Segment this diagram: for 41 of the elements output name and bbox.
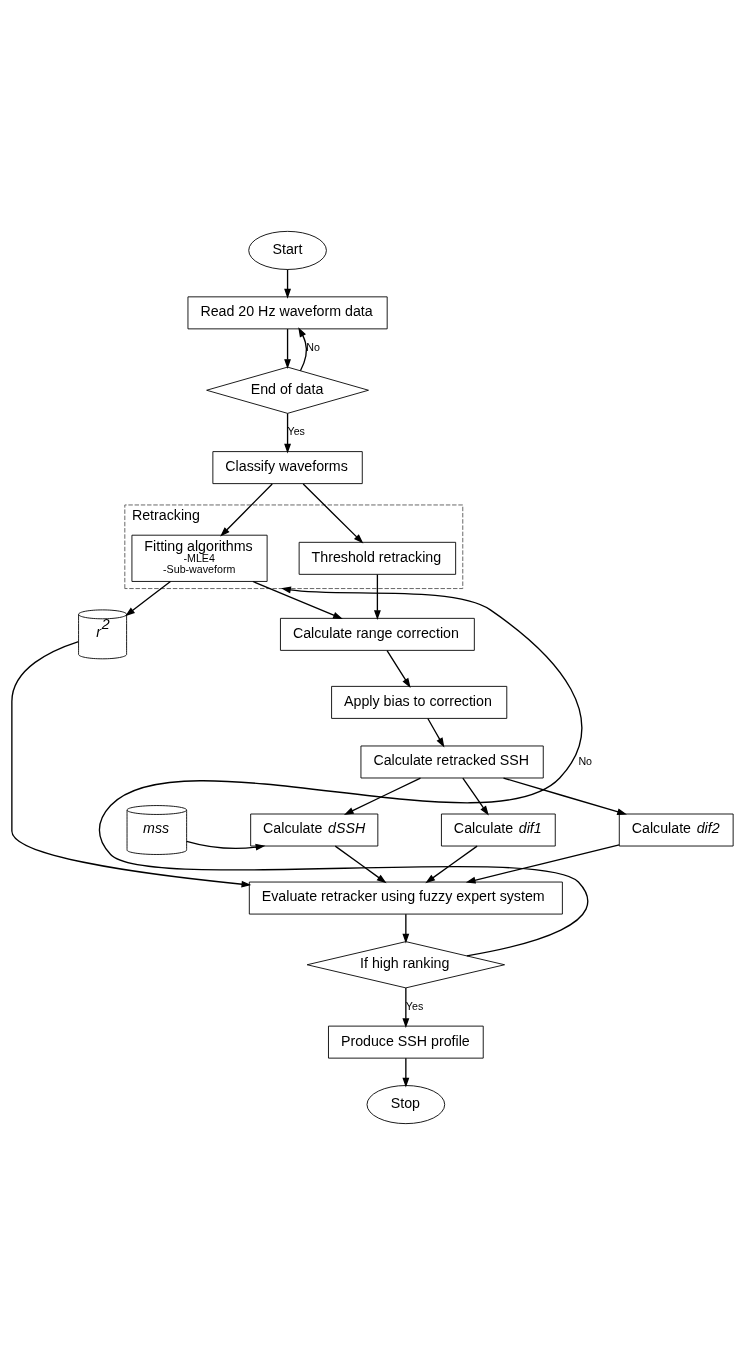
arrow	[427, 717, 445, 748]
arrow	[343, 776, 422, 815]
arrow	[11, 640, 252, 888]
arrow	[425, 844, 478, 883]
arrow	[298, 326, 308, 371]
arrow	[284, 268, 291, 299]
arrow	[284, 327, 291, 369]
node-box: Calculate dif2	[618, 813, 734, 846]
arrow	[373, 573, 381, 620]
node-box: Calculate dSSH	[250, 813, 379, 846]
arrow	[402, 1057, 410, 1088]
node-box: Evaluate retracker using fuzzy expert system	[248, 881, 563, 914]
edge-label: Yes	[405, 999, 424, 1012]
arrow	[284, 412, 291, 454]
arrow	[402, 913, 410, 943]
node-ellipse: Start	[248, 230, 327, 270]
edge-label: Yes	[287, 424, 305, 437]
node-box: Calculate dif1	[440, 813, 556, 846]
arrow	[502, 776, 627, 815]
node-box: Calculate range correction	[280, 617, 475, 651]
arrow	[465, 843, 620, 883]
node-box: Produce SSH profile	[328, 1025, 484, 1059]
node-diamond: End of data	[206, 366, 369, 414]
arrow	[186, 840, 266, 851]
arrow	[252, 580, 343, 619]
node-box: Read 20 Hz waveform data	[187, 295, 388, 329]
arrow	[462, 777, 489, 815]
edge-label: No	[578, 754, 593, 767]
node-box: Calculate retracked SSH	[360, 745, 544, 778]
node-box: Classify waveforms	[212, 450, 363, 484]
edge-label: No	[306, 340, 320, 353]
node-ellipse: Stop	[366, 1084, 446, 1124]
arrow	[402, 986, 410, 1028]
arrow	[386, 649, 411, 688]
arrow	[220, 482, 273, 537]
node-box: Apply bias to correction	[331, 685, 508, 719]
node-box: Fitting algorithms -MLE4 -Sub-waveform	[131, 534, 268, 582]
node-box: Threshold retracking	[298, 541, 457, 575]
node-diamond: If high ranking	[306, 940, 505, 988]
arrow	[334, 844, 387, 883]
arrow	[98, 586, 589, 956]
